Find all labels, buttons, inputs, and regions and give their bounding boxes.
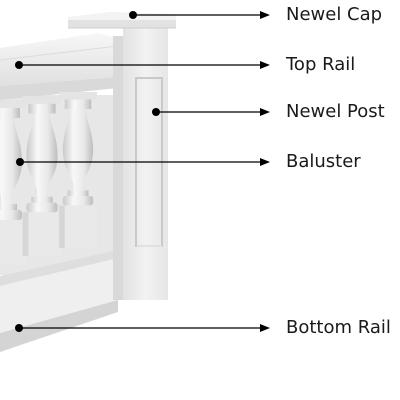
callout-bottom-rail [15, 324, 270, 332]
top-rail-edge [0, 45, 119, 61]
label-top-rail: Top Rail [286, 54, 356, 75]
bottom-rail-top [0, 250, 118, 286]
arrow-head-icon [260, 158, 270, 166]
arrow-head-icon [260, 108, 270, 116]
callout-newel-post [152, 108, 270, 116]
callout-top-rail [15, 61, 270, 69]
newel-post-side [113, 36, 123, 300]
bottom-rail-slab [0, 258, 118, 333]
top-rail-slab [0, 33, 118, 86]
newel-cap [68, 20, 176, 28]
top-rail-underside [0, 77, 118, 100]
label-newel-post: Newel Post [286, 101, 385, 122]
callout-newel-cap [129, 11, 270, 19]
label-newel-cap: Newel Cap [286, 4, 383, 25]
label-bottom-rail: Bottom Rail [286, 317, 391, 338]
arrow-head-icon [260, 61, 270, 69]
label-baluster: Baluster [286, 151, 361, 172]
bottom-rail-base [0, 300, 118, 352]
arrow-head-icon [260, 11, 270, 19]
newel-post [123, 28, 168, 300]
callout-baluster [16, 158, 270, 166]
arrow-head-icon [260, 324, 270, 332]
